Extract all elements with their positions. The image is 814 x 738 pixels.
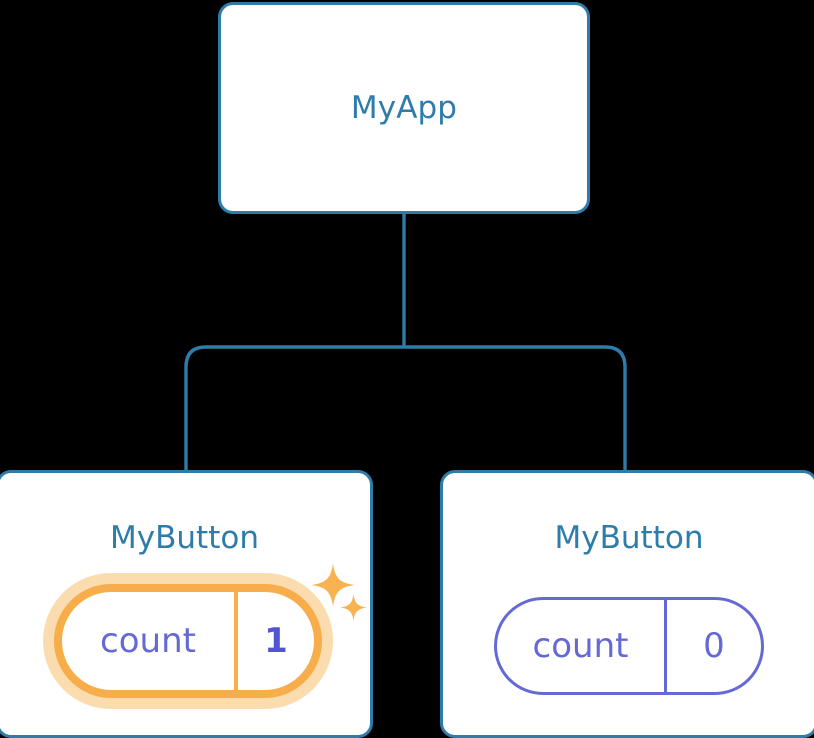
state-pill-right[interactable]: count 0 xyxy=(494,597,764,695)
state-pill-left-wrapper: count 1 xyxy=(43,573,333,709)
node-mybutton-left-content: MyButton count 1 xyxy=(0,473,370,735)
state-pill-right-value: 0 xyxy=(664,600,761,692)
connector-branch-left xyxy=(184,345,404,472)
connector-branch-right xyxy=(404,345,627,472)
state-pill-left-key: count xyxy=(100,621,196,661)
node-mybutton-left[interactable]: MyButton count 1 xyxy=(0,470,373,738)
node-mybutton-left-label: MyButton xyxy=(110,520,259,556)
node-myapp-label: MyApp xyxy=(350,89,458,126)
state-pill-left[interactable]: count 1 xyxy=(54,584,322,698)
state-pill-right-key: count xyxy=(532,626,629,666)
node-myapp[interactable]: MyApp xyxy=(218,2,590,214)
state-pill-left-value: 1 xyxy=(234,592,314,690)
node-mybutton-right[interactable]: MyButton count 0 xyxy=(440,470,814,738)
node-mybutton-right-label: MyButton xyxy=(554,520,704,556)
state-pill-right-wrapper: count 0 xyxy=(494,597,764,695)
node-mybutton-right-content: MyButton count 0 xyxy=(443,473,814,735)
